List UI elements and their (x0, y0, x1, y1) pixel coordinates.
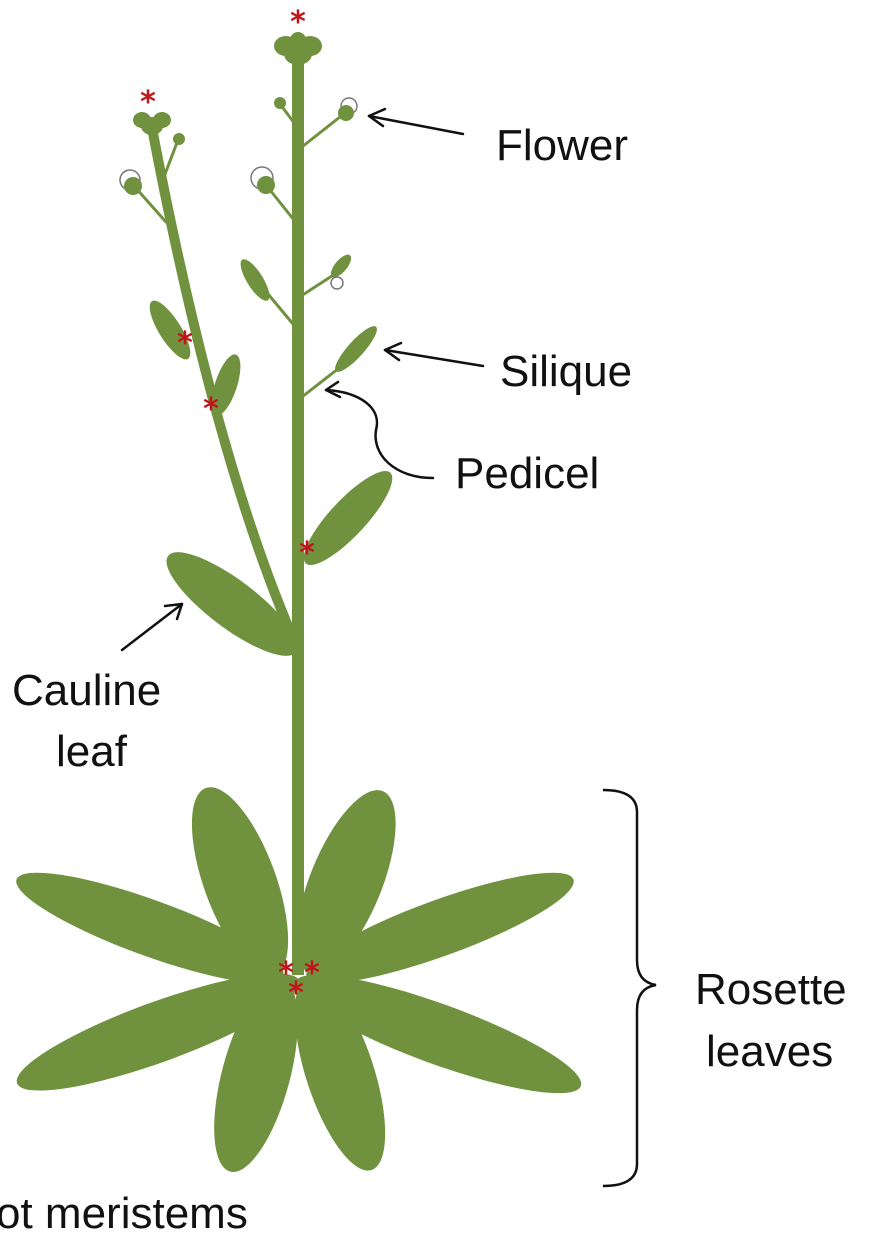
cauline-label-line2: leaf (56, 727, 128, 776)
meristem-marker: * (203, 392, 219, 427)
pedicel-label: Pedicel (455, 449, 599, 498)
meristem-marker: * (140, 85, 156, 120)
pedicel (298, 113, 345, 150)
flower (331, 277, 343, 289)
flower (338, 98, 357, 121)
silique-arrow (385, 343, 483, 366)
silique (235, 255, 274, 304)
meristem-marker: * (288, 976, 304, 1011)
flower-label: Flower (496, 121, 628, 170)
rosette-bracket (603, 790, 656, 1186)
flower (251, 167, 275, 194)
silique-label: Silique (500, 347, 632, 396)
pedicel (162, 140, 178, 182)
silique (330, 321, 382, 376)
rosette-label-line2: leaves (706, 1027, 833, 1076)
flower-arrow (369, 109, 463, 134)
rosette-label-line1: Rosette (695, 965, 847, 1014)
meristem-marker: * (304, 956, 320, 991)
flower-bud (274, 97, 286, 109)
meristem-marker: * (290, 5, 306, 40)
meristem-marker: * (177, 326, 193, 361)
cauline-label-line1: Cauline (12, 666, 161, 715)
main-stem (292, 55, 304, 975)
pedicels (134, 104, 352, 400)
cauline-leaf-arrow (122, 604, 182, 650)
meristem-marker: * (299, 536, 315, 571)
flower (120, 170, 142, 195)
flower-bud (173, 133, 185, 145)
pedicel-arrow (326, 382, 433, 478)
meristems-caption: ot meristems (0, 1189, 248, 1235)
